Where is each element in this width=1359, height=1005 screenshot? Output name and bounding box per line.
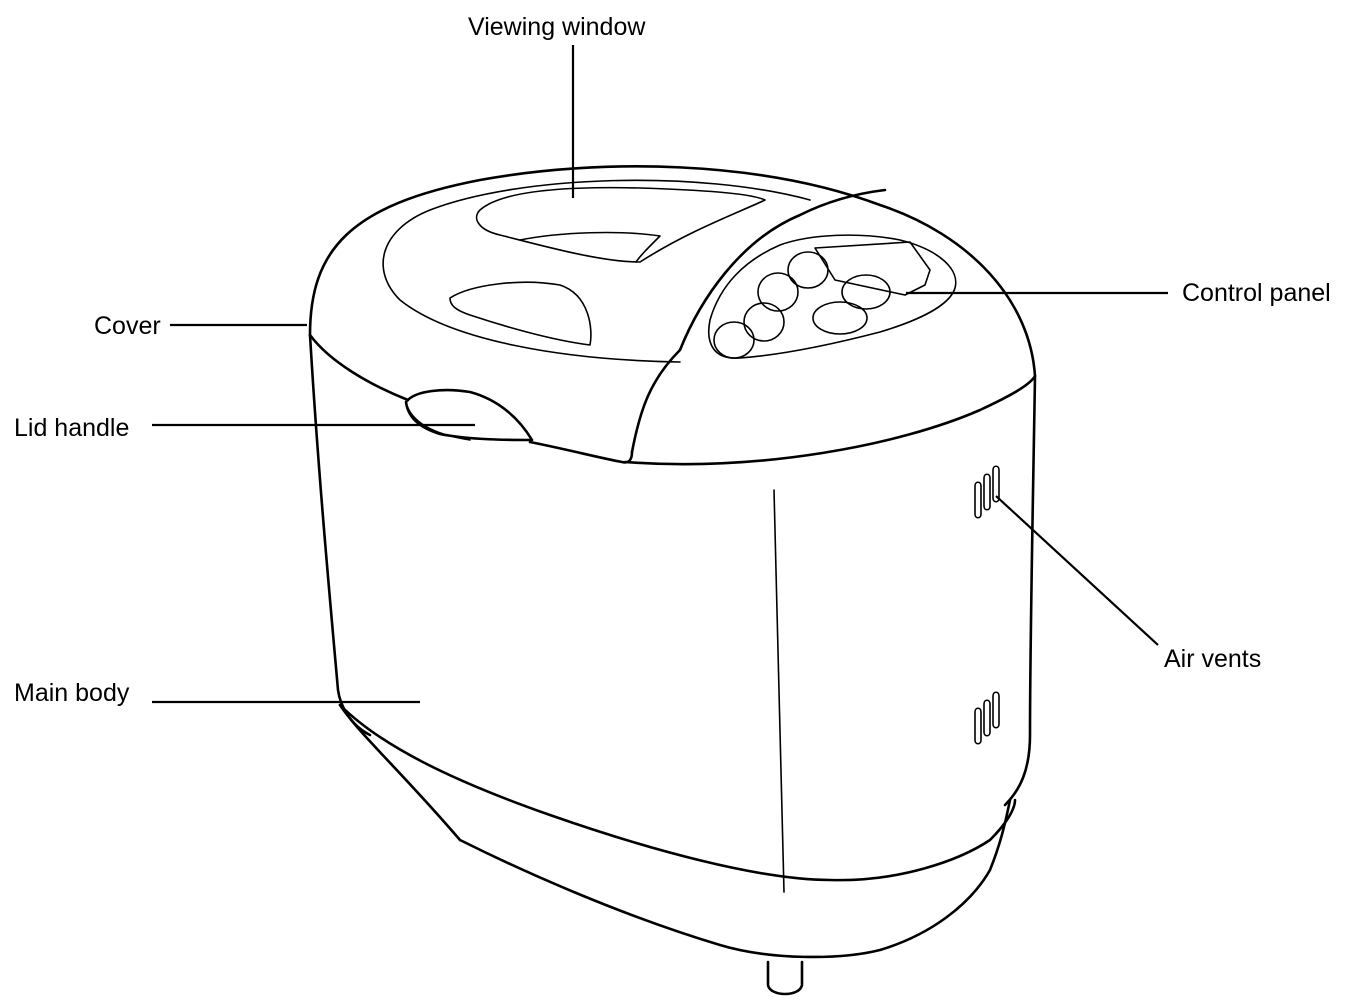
button	[812, 301, 868, 335]
button	[787, 251, 829, 289]
button	[713, 321, 755, 359]
main-body	[308, 333, 1037, 893]
base	[338, 703, 1017, 996]
button	[743, 302, 785, 342]
viewing-window-label: Viewing window	[468, 13, 646, 41]
foot	[766, 960, 804, 996]
cover	[308, 165, 1037, 466]
button	[841, 274, 891, 310]
leader-air-vents	[995, 495, 1159, 646]
air-vents	[974, 465, 1000, 745]
air-vents-label: Air vents	[1164, 645, 1262, 673]
lid-handle	[404, 388, 534, 442]
viewing-window	[475, 186, 766, 263]
button	[757, 272, 799, 312]
control-panel-label: Control panel	[1182, 279, 1331, 307]
control-panel	[708, 234, 957, 359]
leader-lines	[152, 45, 1168, 704]
lid-handle-label: Lid handle	[14, 414, 130, 442]
main-body-label: Main body	[14, 679, 130, 707]
cover-label: Cover	[94, 312, 161, 340]
display	[814, 241, 931, 296]
